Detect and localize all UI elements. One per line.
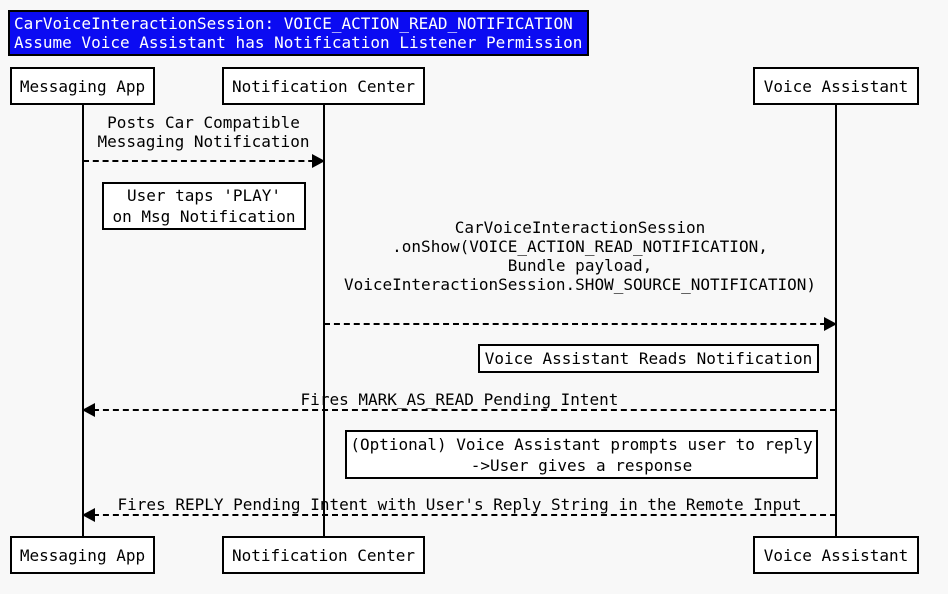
diagram-title-line2: Assume Voice Assistant has Notification … xyxy=(14,33,583,52)
message-label-mark-as-read: Fires MARK_AS_READ Pending Intent xyxy=(300,390,619,409)
participant-voice-assistant-bottom: Voice Assistant xyxy=(753,536,919,574)
participant-notification-center-top: Notification Center xyxy=(222,67,425,105)
message-arrow-posts-notification xyxy=(83,154,325,168)
diagram-title-line1: CarVoiceInteractionSession: VOICE_ACTION… xyxy=(14,14,573,33)
note-voice-assistant-reads: Voice Assistant Reads Notification xyxy=(478,344,819,373)
message-label-posts-notification: Posts Car Compatible Messaging Notificat… xyxy=(97,113,310,151)
participant-notification-center-bottom: Notification Center xyxy=(222,536,425,574)
participant-voice-assistant-top: Voice Assistant xyxy=(753,67,919,105)
lifeline-messaging-app xyxy=(82,104,84,536)
participant-messaging-app-top: Messaging App xyxy=(10,67,155,105)
note-optional-prompt-reply: (Optional) Voice Assistant prompts user … xyxy=(345,430,818,479)
participant-messaging-app-bottom: Messaging App xyxy=(10,536,155,574)
message-arrow-reply-pending-intent xyxy=(82,508,836,522)
message-label-onshow-call: CarVoiceInteractionSession .onShow(VOICE… xyxy=(343,218,816,294)
diagram-title-banner: CarVoiceInteractionSession: VOICE_ACTION… xyxy=(8,10,589,56)
message-arrow-onshow-call xyxy=(324,317,837,331)
note-user-taps-play: User taps 'PLAY' on Msg Notification xyxy=(102,182,306,230)
message-arrow-mark-as-read xyxy=(82,403,836,417)
lifeline-notification-center xyxy=(323,104,325,536)
message-label-reply-pending-intent: Fires REPLY Pending Intent with User's R… xyxy=(117,495,802,514)
